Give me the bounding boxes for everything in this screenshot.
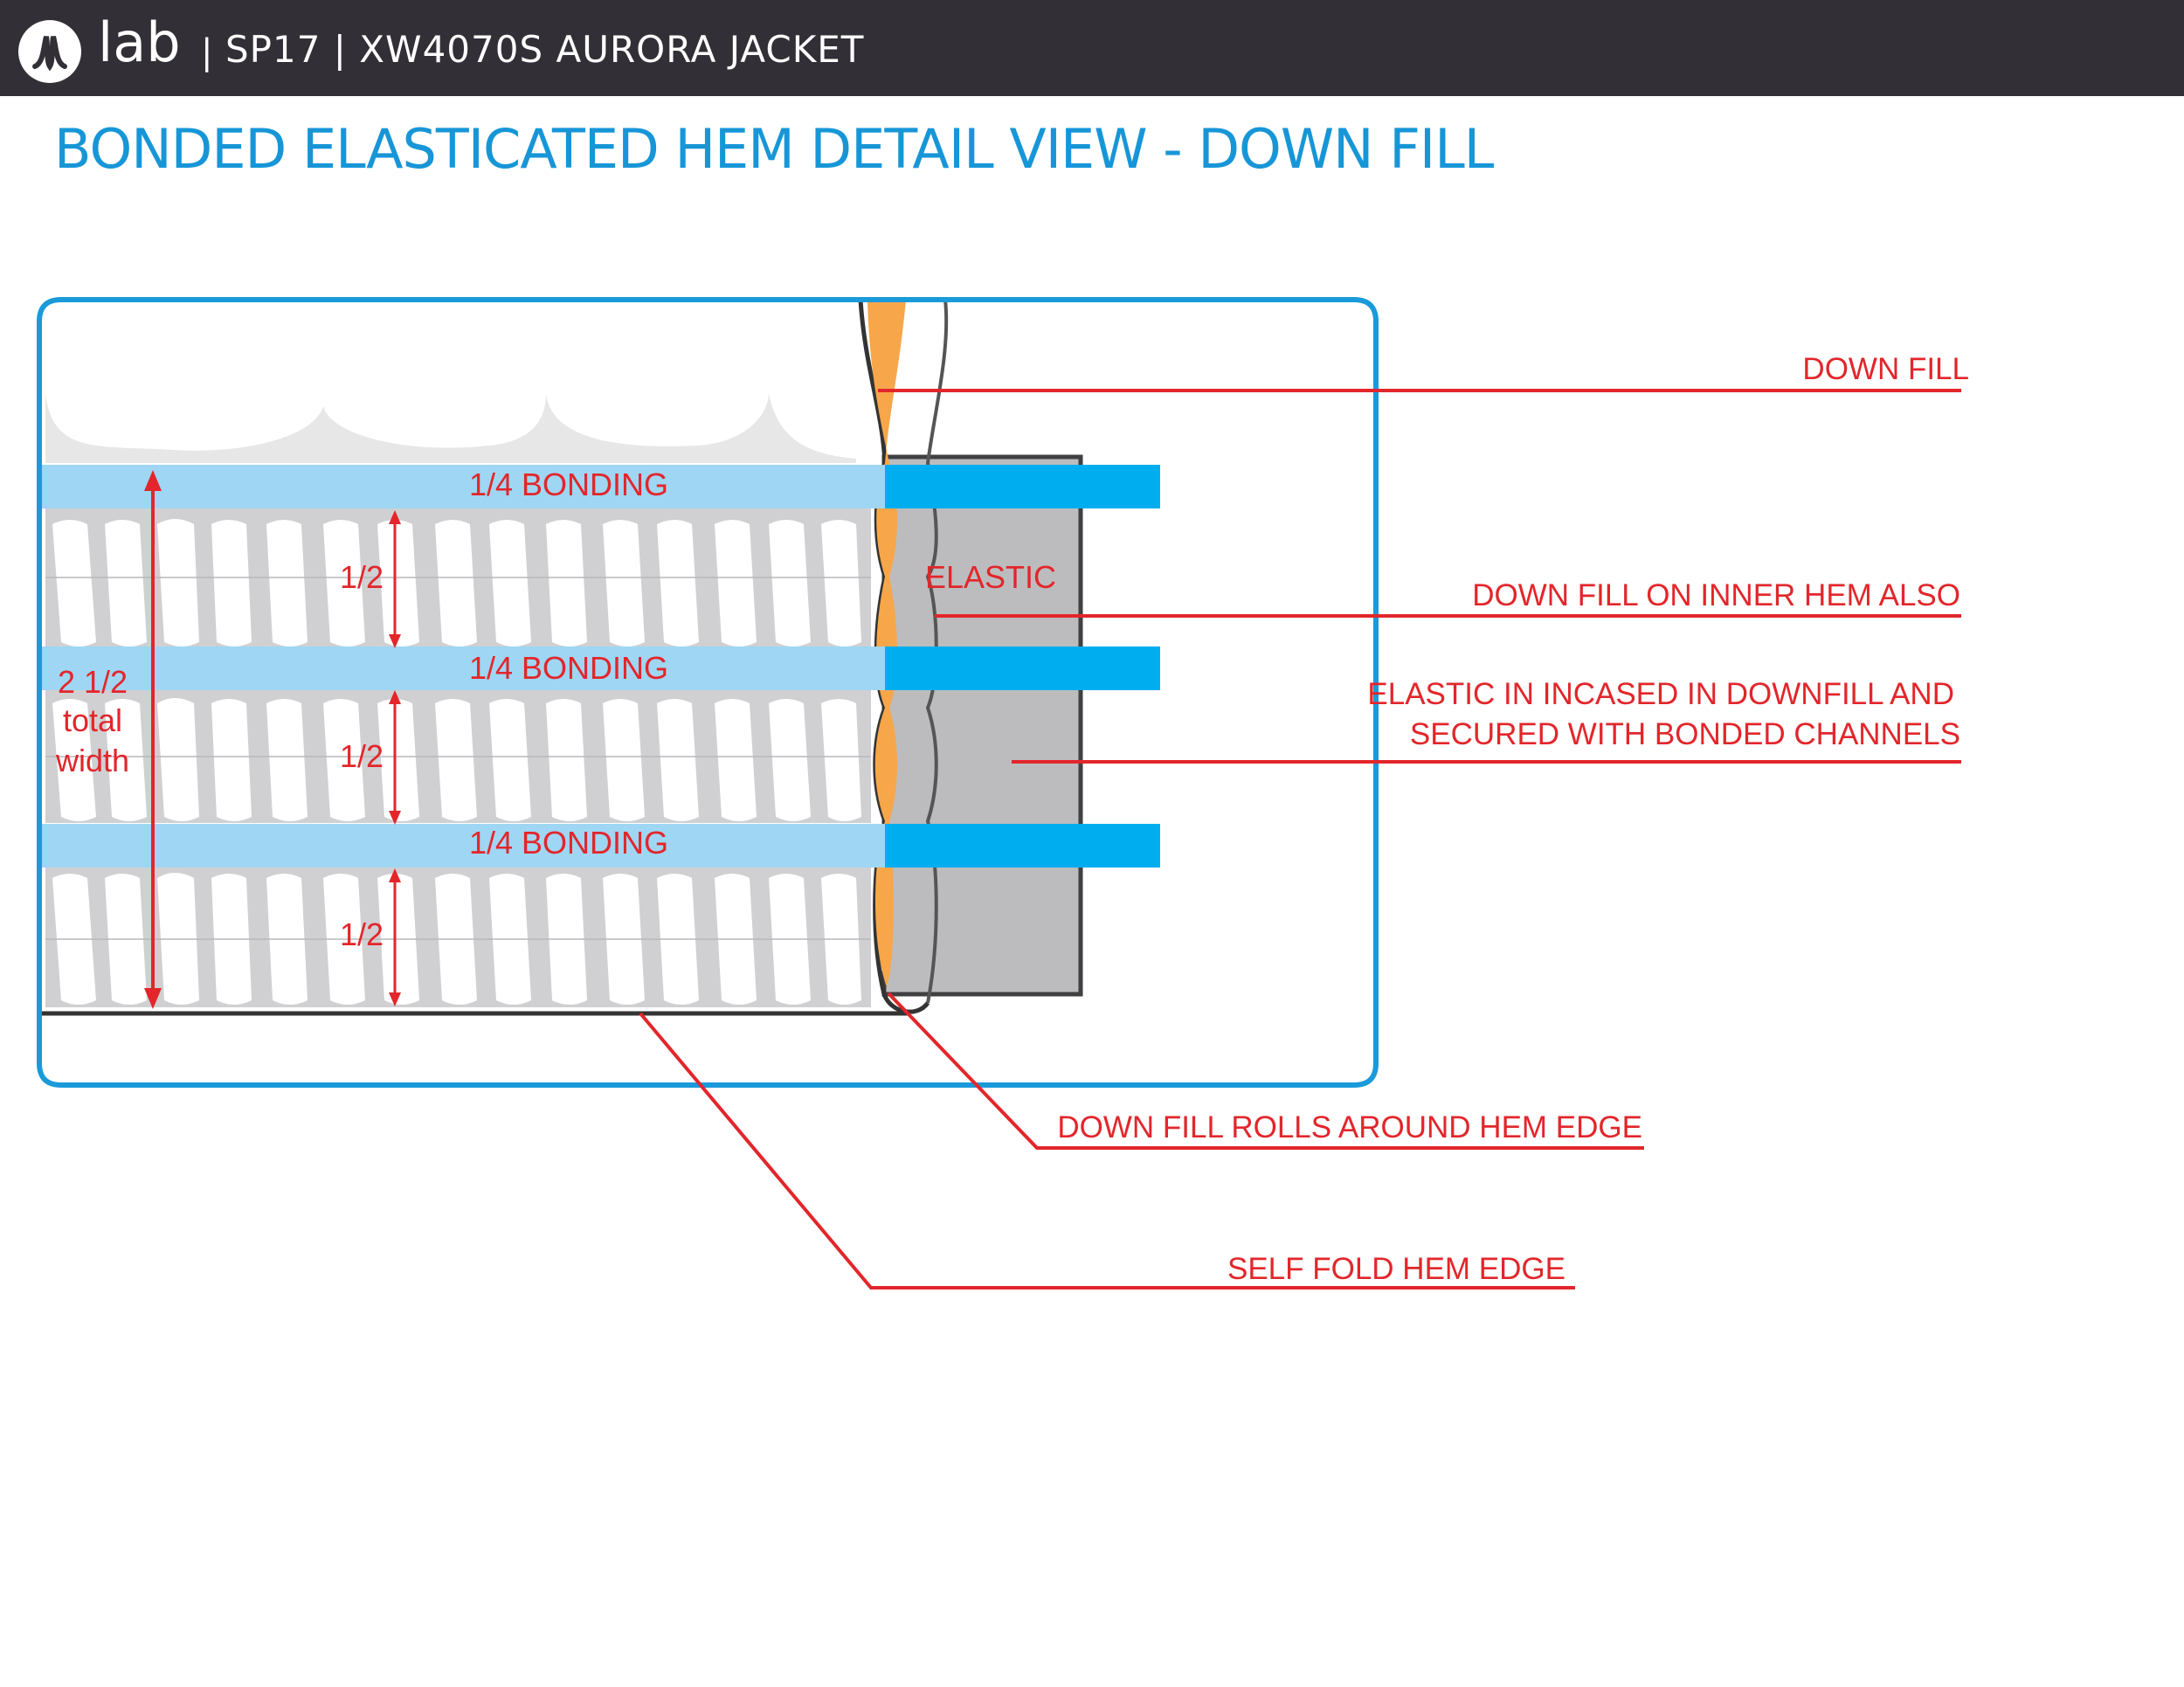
total-width-label-line1: 2 1/2 (58, 664, 128, 700)
callout-self-fold: SELF FOLD HEM EDGE (1227, 1252, 1565, 1286)
elastic-label: ELASTIC (925, 559, 1056, 595)
callout-down-fill-inner: DOWN FILL ON INNER HEM ALSO (1472, 578, 1960, 612)
callout-down-fill: DOWN FILL (1802, 352, 1969, 386)
header-bar: lab | SP17 | XW4070S AURORA JACKET (0, 0, 2184, 96)
product-line: SP17 | XW4070S AURORA JACKET (225, 28, 865, 71)
callout-rolls-around: DOWN FILL ROLLS AROUND HEM EDGE (1057, 1110, 1642, 1144)
bonding-strip-2 (42, 646, 1160, 690)
down-fill-hem (867, 300, 906, 987)
bonding-strip-3 (42, 824, 1160, 868)
bonding-label-3: 1/4 BONDING (469, 825, 668, 861)
down-fill-puff-top (45, 393, 856, 463)
channel-label-2: 1/2 (340, 738, 384, 774)
channel-height-arrow-1 (389, 510, 401, 648)
page-title: BONDED ELASTICATED HEM DETAIL VIEW - DOW… (54, 117, 1494, 181)
callout-elastic-incased-line1: ELASTIC IN INCASED IN DOWNFILL AND (1367, 677, 1954, 711)
channel-label-3: 1/2 (340, 916, 384, 952)
channel-3 (45, 868, 871, 1007)
bonding-label-1: 1/4 BONDING (469, 467, 668, 502)
leader-rolls-around (887, 992, 1644, 1150)
leader-self-fold (639, 1012, 1575, 1289)
lululemon-logo-icon (18, 20, 81, 83)
channel-height-arrow-2 (389, 690, 401, 825)
channel-label-1: 1/2 (340, 559, 384, 595)
callout-elastic-incased-line2: SECURED WITH BONDED CHANNELS (1410, 717, 1960, 751)
bonding-label-2: 1/4 BONDING (469, 650, 668, 686)
total-width-arrow (144, 470, 162, 1009)
channel-height-arrow-3 (389, 868, 401, 1006)
elastic-block (881, 454, 1083, 997)
channel-2 (45, 690, 871, 823)
header-separator: | (201, 32, 213, 73)
channel-1 (45, 508, 871, 646)
total-width-label-line2: total (63, 702, 122, 738)
brand-name: lab (98, 10, 181, 74)
total-width-label-line3: width (55, 743, 129, 778)
detail-frame (37, 297, 1379, 1088)
callout-leaders (639, 389, 1961, 1289)
bonding-strip-1 (42, 465, 1160, 508)
